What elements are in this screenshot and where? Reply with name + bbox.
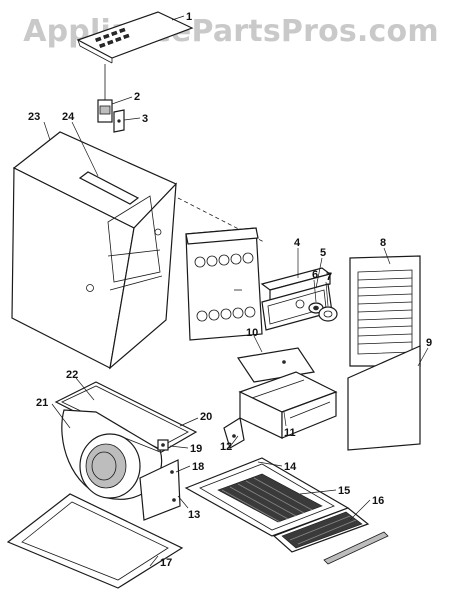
part-17-base-pan bbox=[6, 493, 184, 589]
callout-9: 9 bbox=[426, 337, 432, 349]
filter-strip bbox=[323, 531, 389, 565]
callout-labels: 1 2 3 23 24 4 5 6 7 8 9 10 11 12 13 14 1… bbox=[28, 11, 432, 569]
callout-6: 6 bbox=[312, 269, 318, 281]
part-24-baffle bbox=[78, 171, 140, 205]
callout-21: 21 bbox=[36, 397, 48, 409]
callout-3: 3 bbox=[142, 113, 148, 125]
part-7-sensor bbox=[318, 306, 338, 322]
callout-17: 17 bbox=[160, 557, 172, 569]
part-2-switch bbox=[97, 64, 113, 123]
cover-vents bbox=[95, 27, 130, 49]
part-3-bracket bbox=[113, 109, 125, 133]
part-21-blower-wheel bbox=[61, 409, 163, 500]
callout-23: 23 bbox=[28, 111, 40, 123]
part-13-side-panel bbox=[139, 459, 181, 521]
callout-13: 13 bbox=[188, 509, 200, 521]
callout-15: 15 bbox=[338, 485, 350, 497]
part-12-bracket bbox=[223, 417, 245, 449]
part-8-louvered-door bbox=[349, 255, 421, 367]
callout-18: 18 bbox=[192, 461, 204, 473]
part-11-frame bbox=[225, 371, 338, 439]
part-1-control-cover bbox=[76, 11, 194, 64]
callout-8: 8 bbox=[380, 237, 386, 249]
callout-2: 2 bbox=[134, 91, 140, 103]
part-19-motor-mount bbox=[157, 439, 169, 451]
callout-10: 10 bbox=[246, 327, 258, 339]
callout-24: 24 bbox=[62, 111, 75, 123]
callout-14: 14 bbox=[284, 461, 297, 473]
part-15-filter-media bbox=[217, 473, 323, 523]
callout-20: 20 bbox=[200, 411, 212, 423]
part-16-filter bbox=[272, 507, 370, 553]
callout-1: 1 bbox=[186, 11, 192, 23]
callout-22: 22 bbox=[66, 369, 78, 381]
callout-4: 4 bbox=[294, 237, 301, 249]
callout-16: 16 bbox=[372, 495, 384, 507]
leader-lines bbox=[43, 15, 429, 567]
callout-7: 7 bbox=[326, 271, 332, 283]
heat-exchanger-plate bbox=[185, 227, 263, 341]
callout-12: 12 bbox=[220, 441, 232, 453]
callout-11: 11 bbox=[284, 427, 296, 439]
part-4-burner-assembly bbox=[260, 267, 332, 301]
part-9-lower-door bbox=[347, 345, 421, 451]
callout-5: 5 bbox=[320, 247, 326, 259]
callout-19: 19 bbox=[190, 443, 202, 455]
